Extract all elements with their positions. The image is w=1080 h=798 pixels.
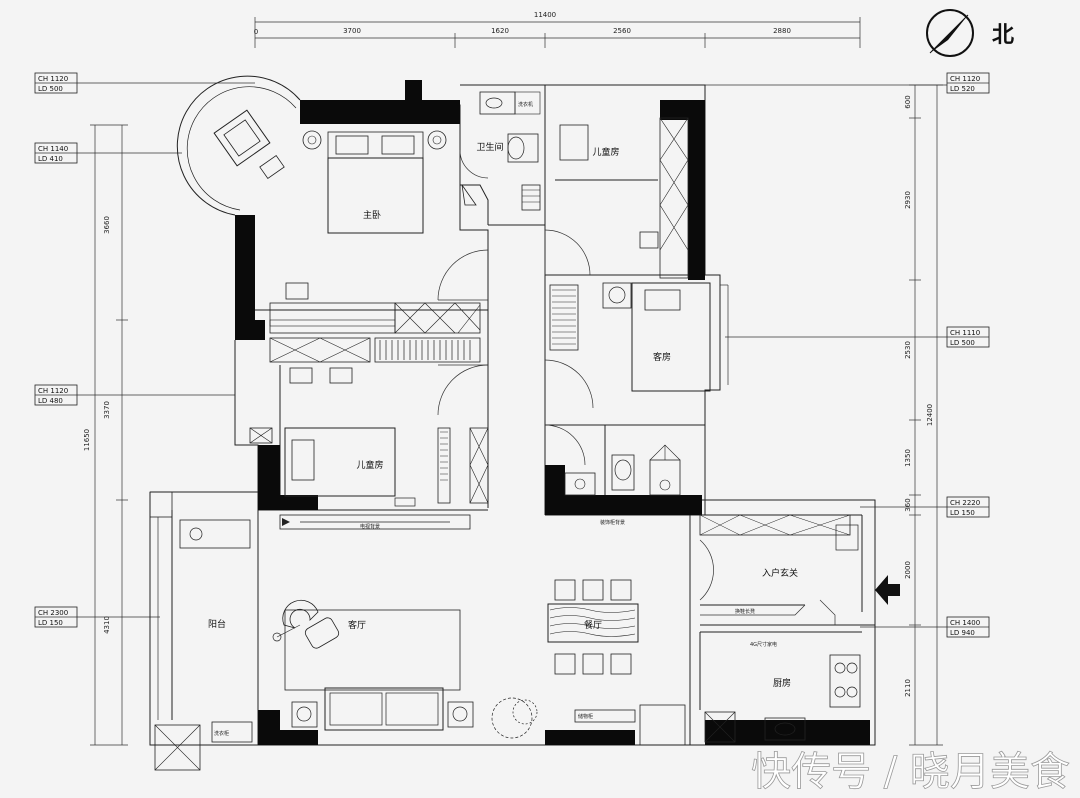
wardrobes — [154, 117, 851, 771]
kitchen-appliance-note: 4G尺寸家电 — [750, 641, 777, 648]
room-label-living-room: 客厅 — [348, 619, 366, 631]
tv-cabinet — [279, 514, 471, 530]
room-label-dining-room: 餐厅 — [584, 619, 602, 631]
level-ch: CH 1120 — [38, 387, 68, 395]
balcony-cabinet-note: 洗衣柜 — [214, 730, 229, 737]
level-ld: LD 500 — [950, 339, 975, 347]
level-ld: LD 940 — [950, 629, 975, 637]
left-dimension-2: 3370 — [103, 401, 111, 419]
round-bay — [176, 75, 301, 216]
left-dimension-chain: 3660 3370 11650 4310 — [83, 124, 128, 746]
level-ch: CH 1120 — [950, 75, 980, 83]
room-label-bathroom: 卫生间 — [476, 141, 503, 153]
level-ld: LD 150 — [38, 619, 63, 627]
left-dimension-3: 4310 — [103, 616, 111, 634]
right-dimension-chain: 600 2930 2530 12400 1350 360 2000 2110 — [904, 84, 943, 746]
room-label-guest-room: 客房 — [653, 351, 671, 363]
doors — [437, 149, 714, 601]
level-tag-left-3: CH 1120 LD 480 — [34, 384, 235, 406]
level-ld: LD 150 — [950, 509, 975, 517]
level-ld: LD 410 — [38, 155, 63, 163]
left-dimension-1: 3660 — [103, 216, 111, 234]
bathroom-fixtures: 洗衣机 — [479, 91, 541, 211]
left-dimension-total: 11650 — [83, 429, 91, 451]
right-dimension-6: 2000 — [904, 561, 912, 579]
master-bed — [285, 130, 447, 300]
level-tag-right-2: CH 1110 LD 500 — [725, 326, 990, 348]
room-label-master-bedroom: 主卧 — [363, 209, 381, 221]
balcony-furniture — [149, 491, 251, 720]
entrance-shoe-bench: 换鞋长凳 — [700, 524, 859, 625]
top-dimension-chain: 11400 0 3700 1620 2560 2880 — [254, 11, 861, 48]
cabinet-notes: 电视背景 装饰柜背景 储物柜 洗衣柜 — [214, 519, 625, 737]
right-dimension-1: 600 — [904, 95, 912, 108]
room-label-entrance: 入户玄关 — [762, 567, 798, 579]
level-ch: CH 2220 — [950, 499, 980, 507]
kids-room-1-furniture — [559, 124, 659, 249]
watermark: 快传号 / 晓月美食 — [751, 749, 1070, 795]
top-dimension-1: 3700 — [343, 27, 361, 35]
right-dimension-total: 12400 — [926, 404, 934, 426]
right-dimension-4: 1350 — [904, 449, 912, 467]
top-total-dimension: 11400 — [534, 11, 556, 19]
guest-room-furniture — [602, 282, 729, 392]
right-dimension-5: 360 — [904, 498, 912, 511]
level-tag-right-1: CH 1120 LD 520 — [660, 72, 990, 94]
kids-room-2-furniture — [284, 367, 416, 507]
tv-note: 电视背景 — [360, 523, 380, 530]
level-tag-left-4: CH 2300 LD 150 — [34, 606, 160, 628]
room-label-kids-room-1: 儿童房 — [592, 146, 619, 158]
level-ld: LD 480 — [38, 397, 63, 405]
room-label-balcony: 阳台 — [208, 618, 226, 630]
level-ch: CH 1400 — [950, 619, 980, 627]
dining-table — [547, 579, 686, 746]
top-dimension-4: 2880 — [773, 27, 791, 35]
side-cabinet-note: 储物柜 — [578, 713, 593, 720]
top-dimension-3: 2560 — [613, 27, 631, 35]
level-tag-right-3: CH 2220 LD 150 — [860, 496, 990, 518]
top-dimension-2: 1620 — [491, 27, 509, 35]
north-label: 北 — [992, 23, 1014, 48]
room-label-kids-room-2: 儿童房 — [356, 459, 383, 471]
right-dimension-3: 2530 — [904, 341, 912, 359]
right-dimension-2: 2930 — [904, 191, 912, 209]
level-ch: CH 1110 — [950, 329, 980, 337]
level-ld: LD 520 — [950, 85, 975, 93]
corridor-note: 装饰柜背景 — [600, 519, 625, 526]
living-room-furniture — [272, 599, 636, 739]
level-ch: CH 1120 — [38, 75, 68, 83]
top-start-dimension: 0 — [254, 28, 258, 36]
level-ch: CH 2300 — [38, 609, 68, 617]
level-tag-right-4: CH 1400 LD 940 — [860, 616, 990, 638]
level-ld: LD 500 — [38, 85, 63, 93]
level-ch: CH 1140 — [38, 145, 68, 153]
room-label-kitchen: 厨房 — [773, 677, 791, 689]
right-dimension-7: 2110 — [904, 679, 912, 697]
north-arrow: 北 — [926, 9, 1014, 57]
structural-walls — [235, 80, 870, 745]
level-tag-left-1: CH 1120 LD 500 — [34, 72, 255, 94]
entrance-arrow — [875, 575, 900, 605]
level-tag-left-2: CH 1140 LD 410 — [34, 142, 182, 164]
shoe-cabinet-note: 换鞋长凳 — [735, 608, 755, 615]
bathroom-cabinet-note: 洗衣机 — [518, 101, 533, 108]
bathroom-2-fixtures — [564, 444, 681, 496]
kitchen-fixtures: 4G尺寸家电 — [750, 641, 861, 741]
